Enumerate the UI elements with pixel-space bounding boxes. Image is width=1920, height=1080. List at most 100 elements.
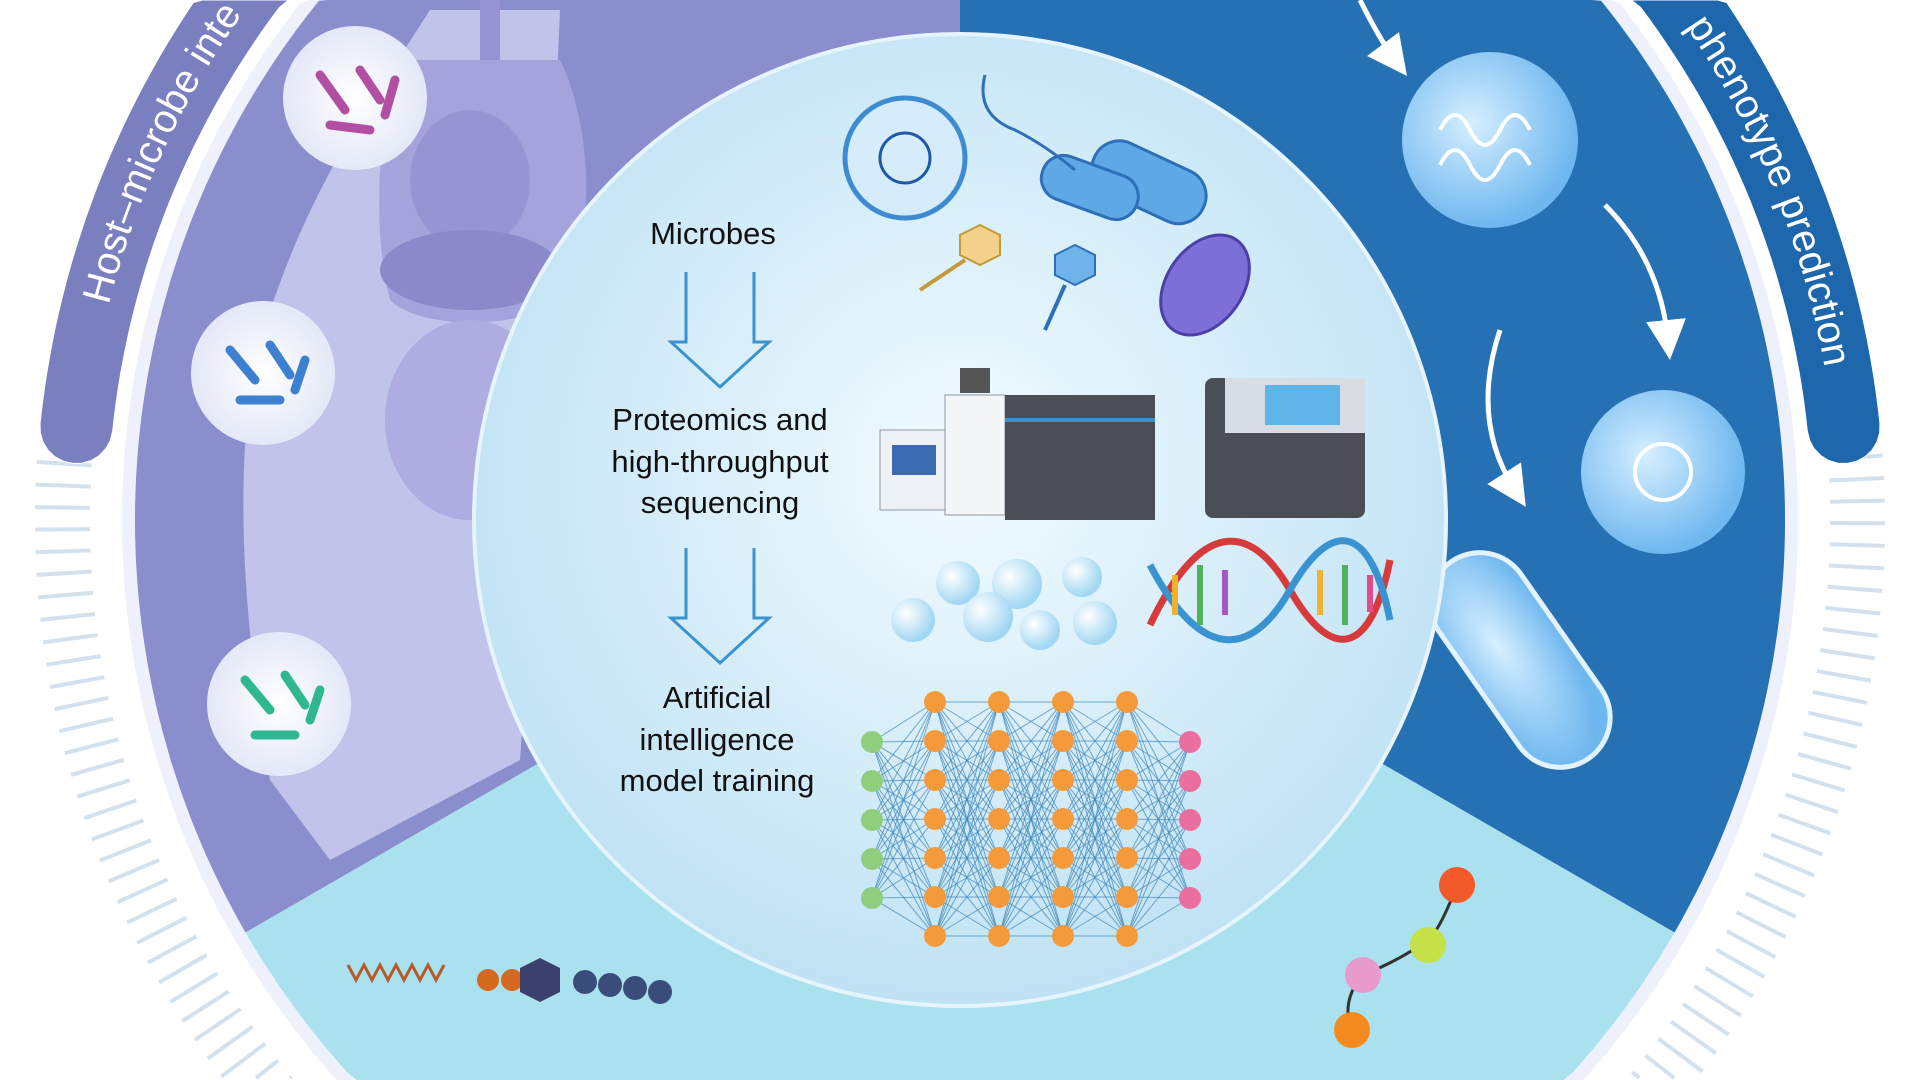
tick-mark [181, 989, 230, 1023]
nn-edge [1062, 701, 1128, 898]
nn-edge [1126, 858, 1191, 937]
nn-hidden-node [988, 691, 1010, 713]
microbe-blob-icon [1402, 52, 1578, 228]
nn-edge [1126, 701, 1191, 743]
tick-mark [1644, 1054, 1676, 1080]
tick-mark [1812, 690, 1868, 705]
tick-mark [46, 654, 102, 667]
dna-helix-icon [1146, 537, 1394, 644]
tick-mark [206, 1024, 254, 1061]
down-arrow-icon [667, 272, 773, 390]
flow-arrow-2 [1603, 203, 1686, 360]
tick-mark [83, 798, 138, 820]
nn-edge [998, 896, 1064, 937]
nn-edge [1062, 818, 1128, 937]
tick-mark [1807, 710, 1863, 727]
nn-input-node [861, 731, 883, 753]
tick-mark [40, 611, 96, 622]
nn-edge [934, 740, 1000, 937]
nn-hidden-node [988, 847, 1010, 869]
tick-mark [99, 838, 152, 863]
nn-edge [998, 701, 1064, 820]
nn-edge [998, 740, 1064, 937]
tick-mark [1704, 966, 1754, 999]
tick-mark [116, 877, 169, 904]
microbe-circle-pink [283, 26, 427, 170]
nn-edge [998, 701, 1064, 898]
nn-edge [871, 857, 936, 899]
flow-arrow-3 [1485, 329, 1526, 507]
tick-mark [64, 737, 119, 756]
nn-output-node [1179, 848, 1201, 870]
nn-edge [1126, 741, 1191, 937]
tick-mark [1681, 1002, 1730, 1037]
tick-mark [70, 757, 125, 777]
tick-mark [35, 482, 91, 489]
tick-mark [1770, 832, 1824, 857]
nn-edge [871, 740, 936, 899]
nn-hidden-node [924, 886, 946, 908]
nn-edge [934, 701, 1000, 742]
tick-mark [1762, 852, 1815, 878]
tick-mark [126, 896, 178, 925]
nn-edge [998, 779, 1064, 937]
tick-mark [1715, 947, 1766, 979]
nn-hidden-node [988, 886, 1010, 908]
nn-edge [998, 701, 1064, 781]
nn-edge [934, 701, 1000, 859]
tick-mark [1797, 752, 1852, 771]
nn-edge [1126, 819, 1191, 937]
tick-mark [1657, 1037, 1704, 1074]
tick-mark [35, 505, 91, 510]
tick-mark [1745, 891, 1797, 919]
nn-edge [1062, 896, 1128, 937]
tick-mark [35, 527, 91, 532]
tick-mark [146, 934, 198, 965]
step-ai-line-2: intelligence [639, 722, 794, 757]
tick-mark [54, 695, 109, 712]
nn-edge [1062, 701, 1128, 781]
tick-mark [1802, 731, 1858, 749]
nn-edge [871, 701, 936, 899]
nn-edge [934, 701, 1000, 898]
nn-hidden-node [924, 691, 946, 713]
tick-mark [157, 953, 208, 985]
nn-edge [934, 779, 1000, 937]
polymer-chain-left [346, 958, 672, 1004]
nn-edge [871, 701, 936, 821]
nn-hidden-node [924, 769, 946, 791]
nn-hidden-node [988, 925, 1010, 947]
nn-hidden-node [924, 808, 946, 830]
microbe-circle-green [207, 632, 351, 776]
nn-edge [934, 701, 1000, 820]
nn-hidden-node [1116, 847, 1138, 869]
step-microbes-label: Microbes [650, 216, 776, 251]
tick-mark [1829, 476, 1885, 483]
nn-edge [871, 701, 936, 782]
tick-mark [36, 459, 92, 468]
tick-mark [1777, 812, 1831, 836]
tick-mark [1827, 584, 1883, 593]
tick-mark [136, 915, 188, 945]
nn-edge [998, 701, 1064, 742]
protein-bubbles-icon [891, 557, 1117, 650]
tick-mark [91, 818, 145, 842]
nn-hidden-node [1116, 769, 1138, 791]
nn-edge [1062, 779, 1128, 937]
step-ai-line-3: model training [620, 763, 815, 798]
nn-edge [1126, 897, 1191, 937]
nn-edge [934, 857, 1000, 937]
nn-hidden-node [1052, 808, 1074, 830]
tick-mark [35, 548, 91, 555]
nn-hidden-node [1052, 847, 1074, 869]
nn-hidden-node [924, 925, 946, 947]
nn-edge [1062, 740, 1128, 937]
nn-edge [1126, 741, 1191, 898]
nn-edge [871, 897, 936, 937]
bacterium-icon [981, 74, 1208, 226]
tick-mark [1791, 772, 1846, 793]
host-microbe-band [39, 0, 1441, 464]
tick-mark [1631, 1070, 1641, 1080]
tick-mark [1735, 910, 1787, 939]
nn-edge [1062, 701, 1128, 859]
